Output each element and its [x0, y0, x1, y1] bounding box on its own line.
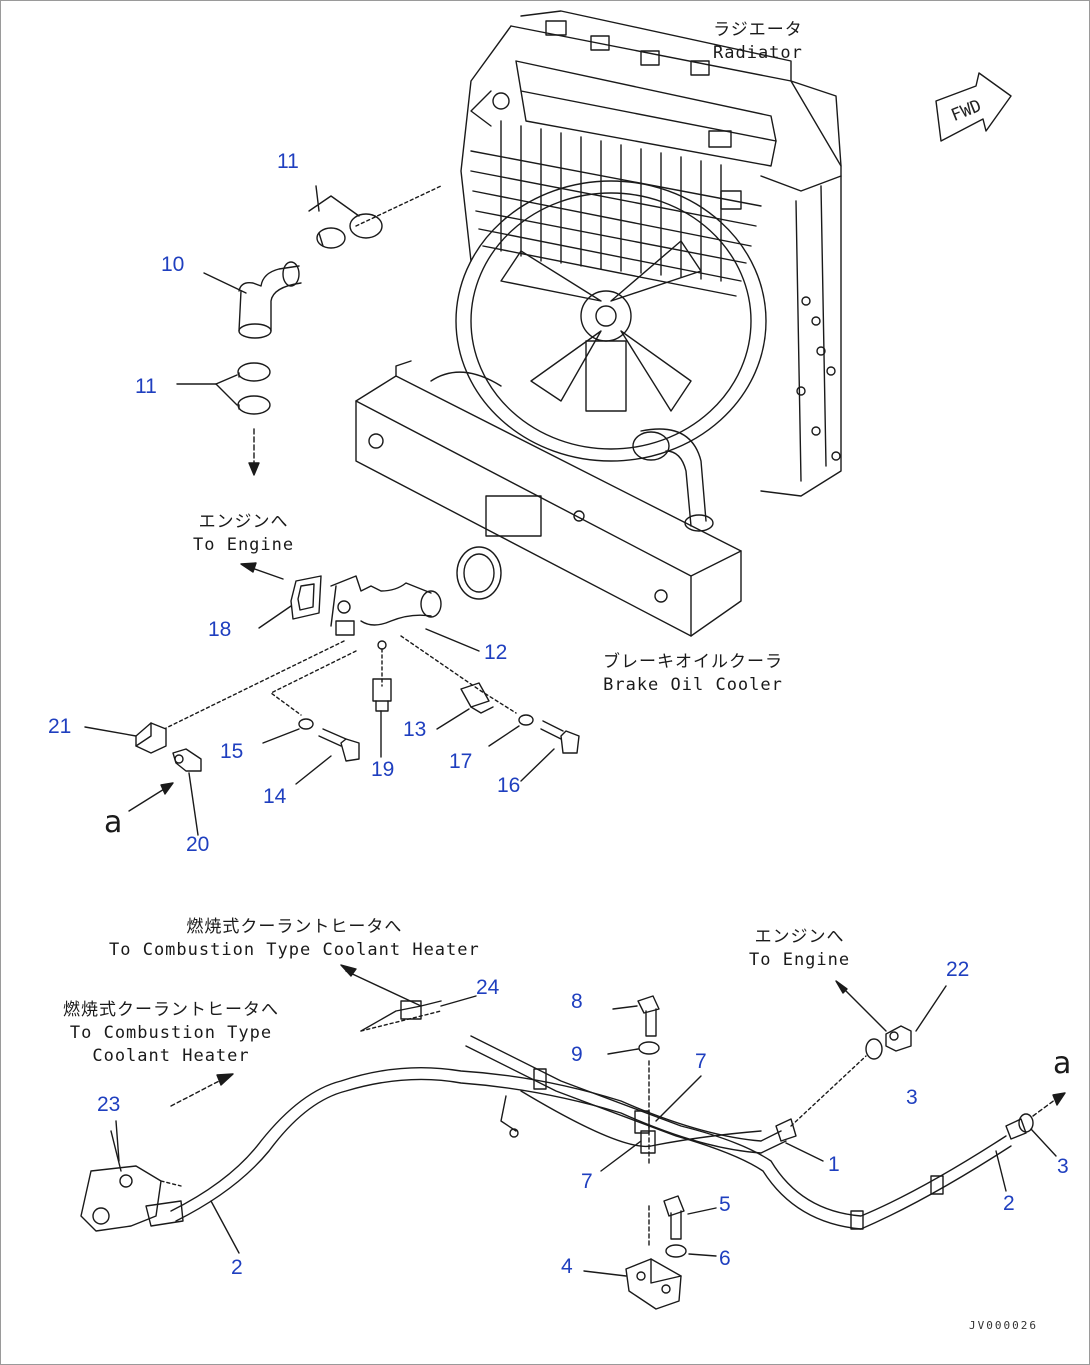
- part-label-19: 19: [371, 758, 395, 781]
- part-label-24: 24: [476, 976, 500, 999]
- to-heater-left-en1: To Combustion Type: [69, 1022, 273, 1043]
- part-label-15: 15: [220, 740, 244, 763]
- part-label-11-upper: 11: [277, 150, 299, 173]
- radiator-caption-jp: ラジエータ: [713, 20, 803, 40]
- part-label-3-upper: 3: [906, 1086, 918, 1109]
- brake-oil-cooler: [355, 360, 742, 637]
- part-label-2-left: 2: [231, 1256, 243, 1279]
- part-label-4: 4: [561, 1255, 573, 1278]
- radiator-assembly: [455, 10, 842, 532]
- brake-oil-cooler-en: Brake Oil Cooler: [603, 674, 783, 695]
- radiator-caption: ラジエータ Radiator: [713, 19, 803, 65]
- view-letter-a-right: a: [1053, 1046, 1072, 1081]
- part-label-2-right: 2: [1003, 1192, 1015, 1215]
- part-label-10: 10: [161, 253, 185, 276]
- part-label-7-upper: 7: [695, 1050, 707, 1073]
- part-label-14: 14: [263, 785, 287, 808]
- to-heater-left-en2: Coolant Heater: [92, 1045, 250, 1066]
- brake-oil-cooler-jp: ブレーキオイルクーラ: [603, 652, 783, 672]
- part-label-21: 21: [48, 715, 72, 738]
- view-letter-a-left: a: [104, 805, 123, 840]
- fwd-arrow-icon: [935, 72, 1012, 142]
- part-label-5: 5: [719, 1193, 731, 1216]
- part-label-20: 20: [186, 833, 210, 856]
- brake-oil-cooler-caption: ブレーキオイルクーラ Brake Oil Cooler: [603, 651, 783, 697]
- to-engine-upper-caption: エンジンへ To Engine: [193, 511, 294, 557]
- to-engine-lower-en: To Engine: [749, 949, 851, 970]
- radiator-caption-en: Radiator: [713, 42, 803, 63]
- to-heater-top-caption: 燃焼式クーラントヒータへ To Combustion Type Coolant …: [109, 916, 480, 962]
- part-label-7-lower: 7: [581, 1170, 593, 1193]
- to-engine-lower-jp: エンジンへ: [754, 927, 845, 947]
- to-engine-lower-caption: エンジンへ To Engine: [749, 926, 850, 972]
- part-label-22: 22: [946, 958, 970, 981]
- part-label-11-lower: 11: [135, 375, 157, 398]
- part-label-1: 1: [828, 1153, 840, 1176]
- part-label-8: 8: [571, 990, 583, 1013]
- to-heater-left-caption: 燃焼式クーラントヒータへ To Combustion Type Coolant …: [63, 999, 279, 1068]
- to-engine-upper-jp: エンジンへ: [198, 512, 289, 532]
- to-heater-top-en: To Combustion Type Coolant Heater: [109, 939, 480, 960]
- lower-hose-assembly: [80, 964, 1066, 1310]
- to-heater-left-jp: 燃焼式クーラントヒータへ: [63, 1000, 279, 1020]
- part-label-3-right: 3: [1057, 1155, 1069, 1178]
- part-label-17: 17: [449, 750, 473, 773]
- to-engine-upper-en: To Engine: [193, 534, 295, 555]
- part-label-23: 23: [97, 1093, 121, 1116]
- part-label-16: 16: [497, 774, 521, 797]
- to-heater-top-jp: 燃焼式クーラントヒータへ: [186, 917, 403, 937]
- drawing-code: JV000026: [969, 1319, 1038, 1332]
- part-label-18: 18: [208, 618, 232, 641]
- part-label-9: 9: [571, 1043, 583, 1066]
- fittings-group: [84, 678, 580, 836]
- part-label-13: 13: [403, 718, 427, 741]
- part-label-12: 12: [484, 641, 508, 664]
- upper-hose-parts: [165, 185, 517, 729]
- part-label-6: 6: [719, 1247, 731, 1270]
